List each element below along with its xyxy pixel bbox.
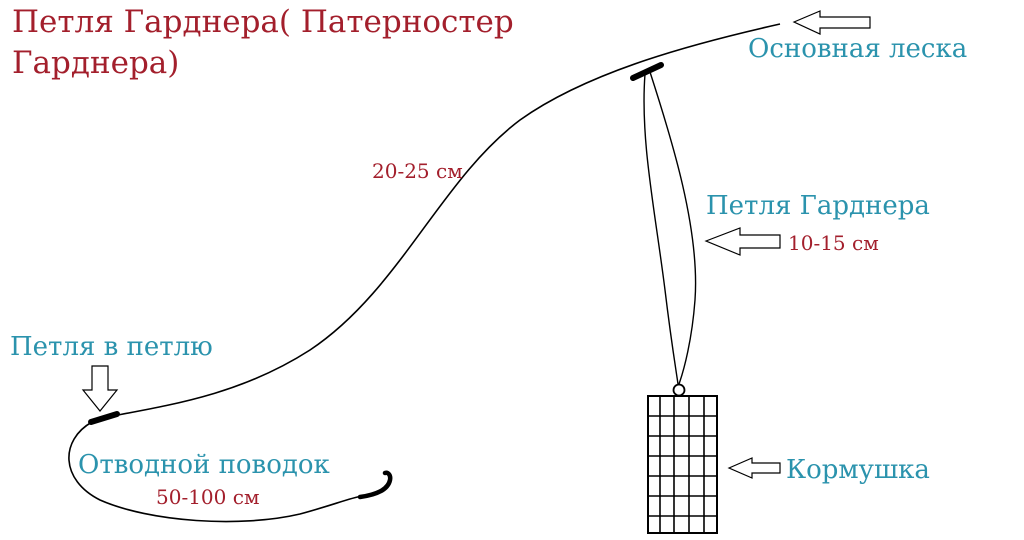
gardner-loop-label: Петля Гарднера xyxy=(706,191,930,221)
leader-label: Отводной поводок xyxy=(78,450,330,480)
main-line xyxy=(101,23,781,419)
feeder-icon xyxy=(647,383,718,534)
main-line-distance-label: 20-25 см xyxy=(372,159,463,183)
loop-connection-knot xyxy=(88,411,120,425)
gardner-loop-right-strand xyxy=(649,71,697,385)
arrow-left-icon xyxy=(727,457,781,479)
main-knot xyxy=(630,62,664,81)
arrow-left-icon xyxy=(704,227,781,256)
gardner-loop-left-strand xyxy=(643,73,679,385)
loop-to-loop-label: Петля в петлю xyxy=(10,332,213,362)
gardner-loop-length-label: 10-15 см xyxy=(788,231,879,255)
arrow-left-icon xyxy=(792,10,871,35)
main-line-label: Основная леска xyxy=(748,34,968,64)
page-title: Петля Гарднера( Патерностер Гарднера) xyxy=(12,4,514,81)
arrow-down-icon xyxy=(81,365,119,412)
feeder-label: Кормушка xyxy=(786,455,930,485)
leader-line xyxy=(68,421,363,523)
leader-length-label: 50-100 см xyxy=(156,485,260,509)
hook-icon xyxy=(357,470,393,500)
